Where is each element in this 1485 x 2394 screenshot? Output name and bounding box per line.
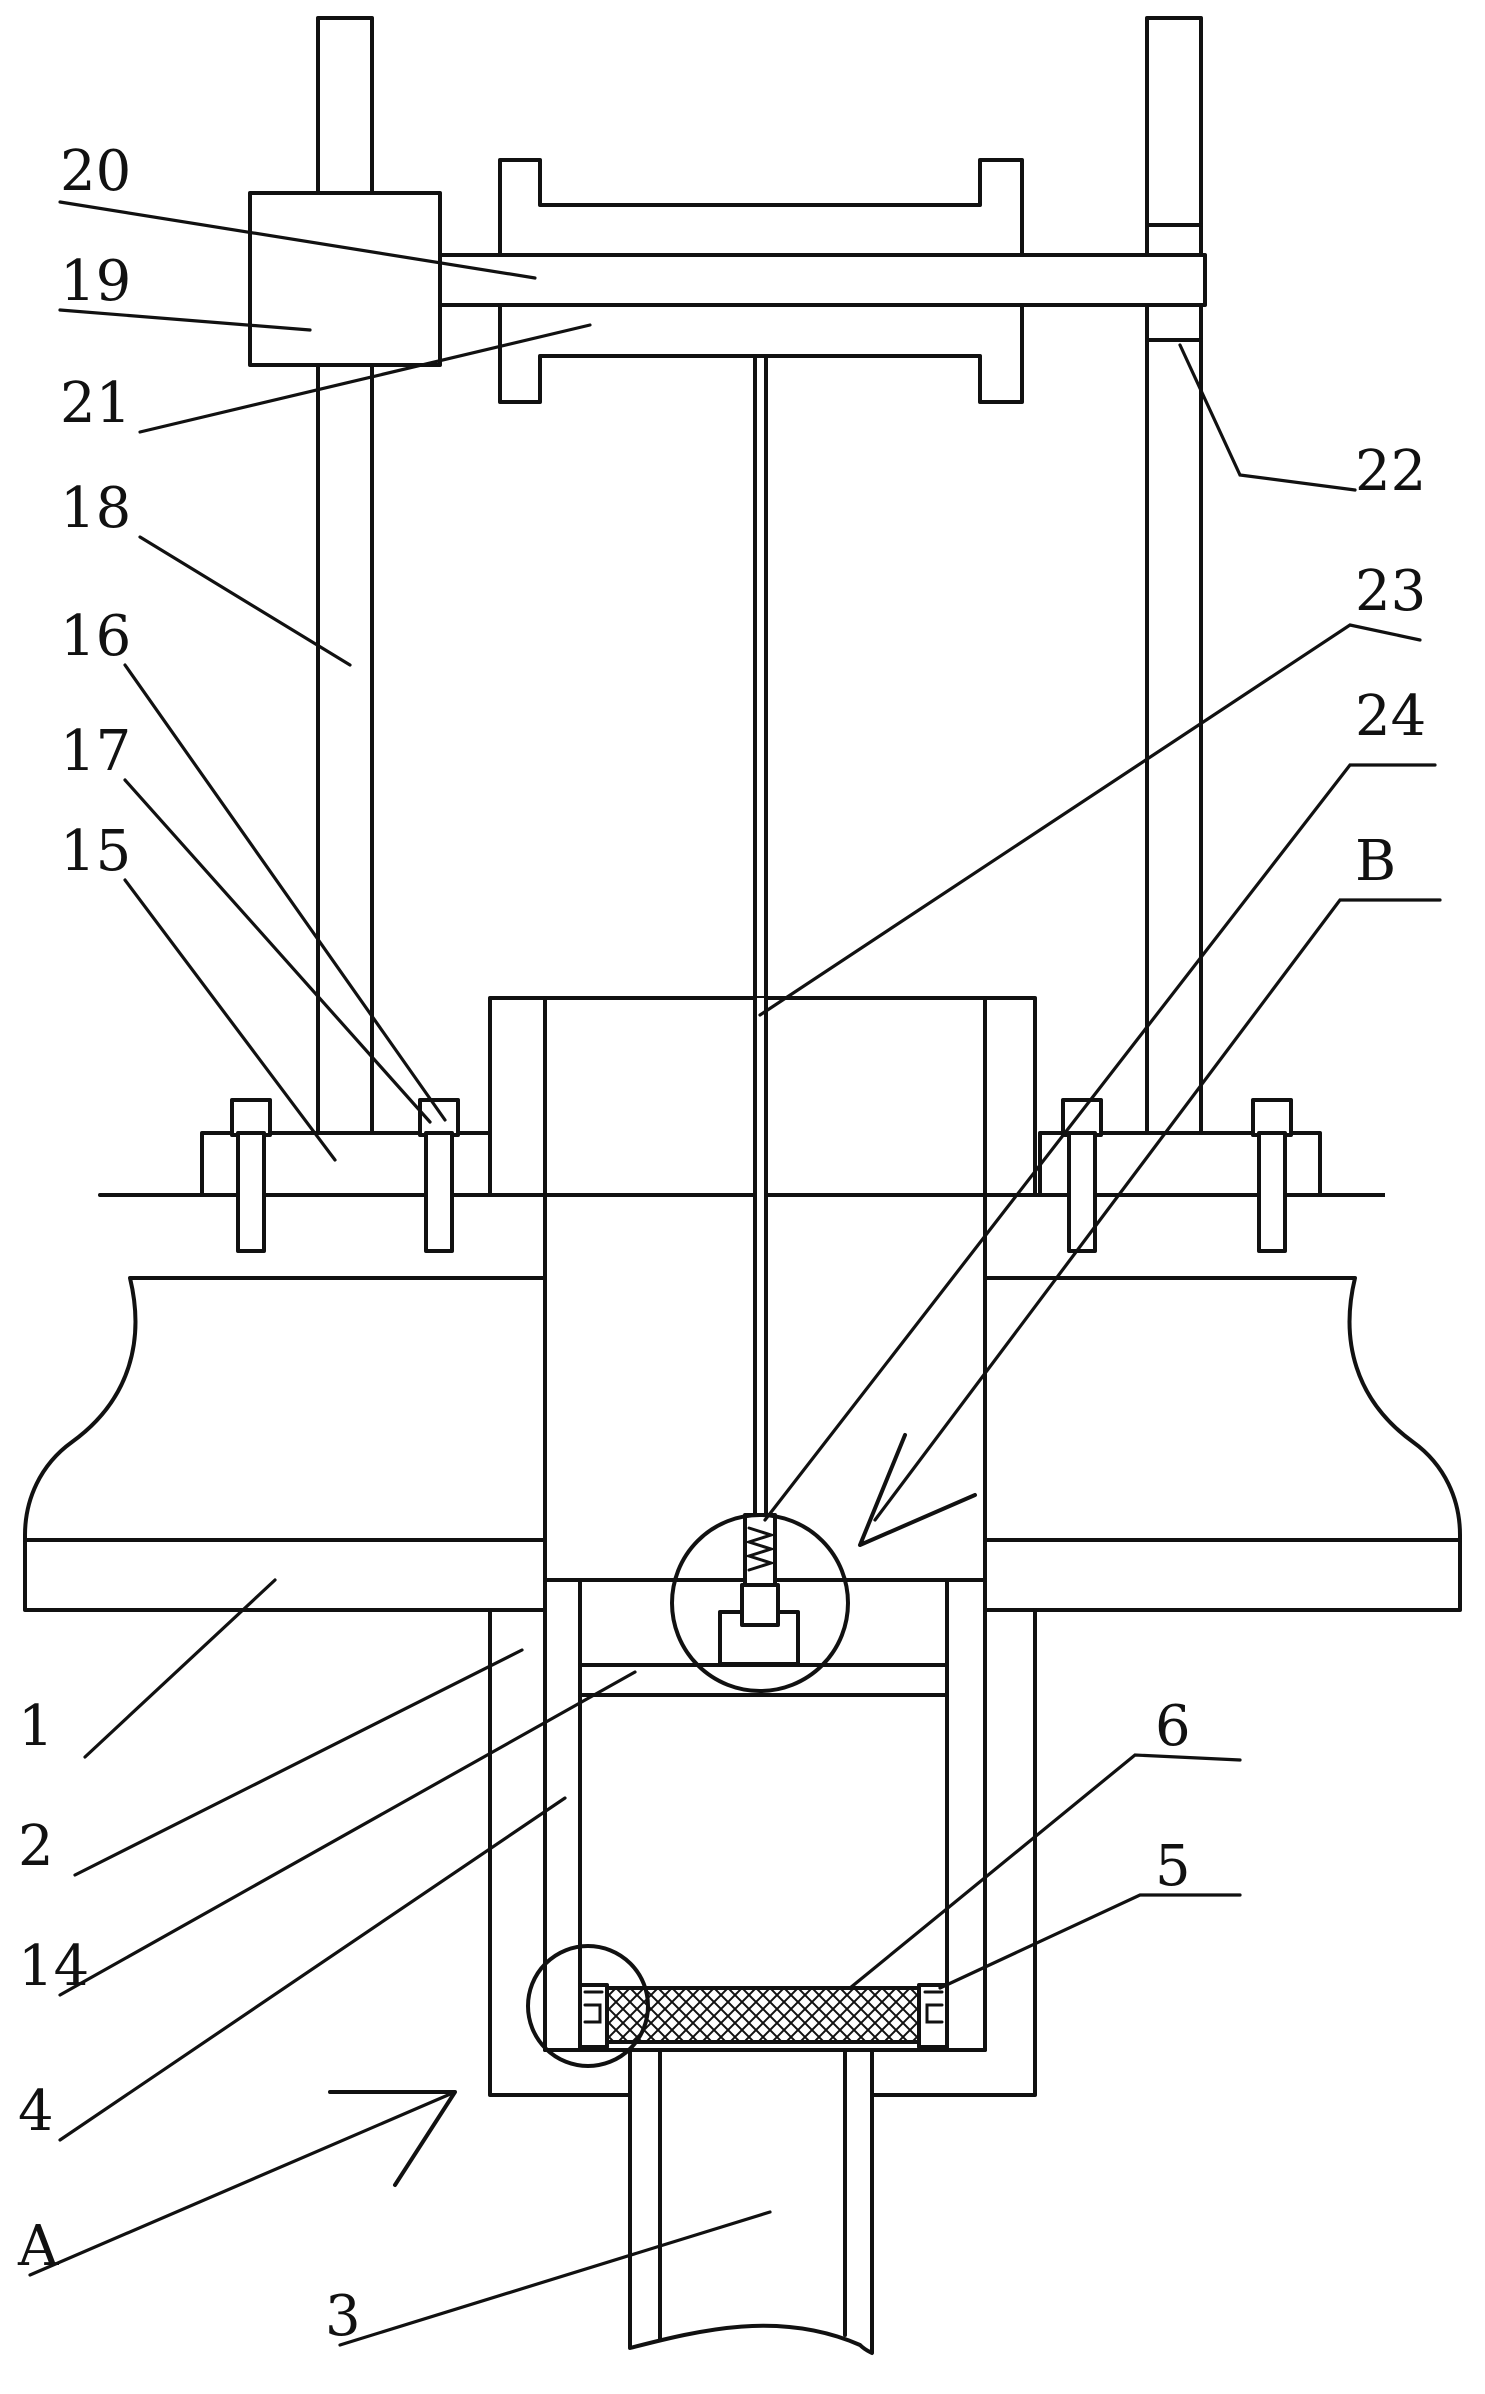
base-plate xyxy=(23,1193,1462,1612)
label-17: 17 xyxy=(60,719,131,784)
detail-circle-b xyxy=(670,1513,850,1693)
right-flange xyxy=(1038,1098,1322,1253)
label-3: 3 xyxy=(325,2284,361,2349)
label-15: 15 xyxy=(60,819,131,884)
label-22: 22 xyxy=(1355,439,1426,504)
label-1: 1 xyxy=(18,1694,54,1759)
right-guide-rod xyxy=(1145,16,1203,1135)
label-21: 21 xyxy=(60,371,131,436)
label-14: 14 xyxy=(18,1934,89,1999)
rod-connector xyxy=(718,1513,800,1666)
label-6: 6 xyxy=(1155,1694,1191,1759)
push-rod-overlay xyxy=(753,996,768,1518)
label-5: 5 xyxy=(1155,1834,1191,1899)
right-clamp xyxy=(917,1983,949,2049)
crossbeam-assembly xyxy=(438,158,1207,404)
label-24: 24 xyxy=(1355,684,1426,749)
label-4: 4 xyxy=(18,2079,54,2144)
left-guide-rod xyxy=(316,16,374,1135)
outlet-pipe xyxy=(628,2048,874,2355)
label-23: 23 xyxy=(1355,559,1426,624)
section-arrow-b xyxy=(858,1433,977,1547)
leader-lines xyxy=(28,200,1442,2347)
label-2: 2 xyxy=(18,1814,54,1879)
label-b: B xyxy=(1355,829,1396,894)
filter-element xyxy=(605,1986,921,2044)
motor-block xyxy=(248,191,442,367)
label-20: 20 xyxy=(60,139,131,204)
label-19: 19 xyxy=(60,249,131,314)
left-clamp xyxy=(578,1983,609,2049)
label-18: 18 xyxy=(60,476,131,541)
label-a: A xyxy=(17,2214,59,2279)
detail-circle-a xyxy=(526,1944,650,2068)
label-16: 16 xyxy=(60,604,131,669)
